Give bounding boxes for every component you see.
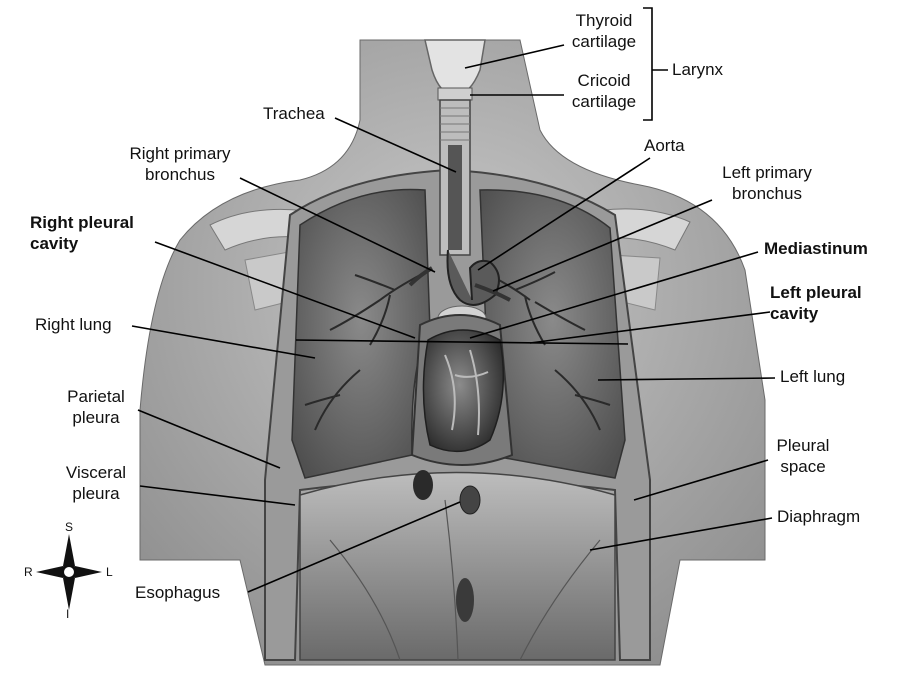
cricoid-ring [438, 88, 472, 100]
label-right-pleural-cavity: Right pleural cavity [30, 212, 134, 254]
label-parietal-pleura: Parietal pleura [54, 386, 138, 428]
esophagus-behind [448, 145, 462, 250]
label-esophagus: Esophagus [135, 582, 220, 603]
aortic-opening [456, 578, 474, 622]
label-aorta: Aorta [644, 135, 685, 156]
label-thyroid-cartilage: Thyroid cartilage [562, 10, 646, 52]
label-cricoid-cartilage: Cricoid cartilage [562, 70, 646, 112]
label-visceral-pleura: Visceral pleura [54, 462, 138, 504]
label-left-primary-bronchus: Left primary bronchus [705, 162, 829, 204]
label-mediastinum: Mediastinum [764, 238, 868, 259]
label-left-pleural-cavity: Left pleural cavity [770, 282, 862, 324]
larynx-bracket [643, 8, 668, 120]
compass-inferior: I [66, 607, 69, 621]
compass-left: L [106, 565, 113, 579]
label-pleural-space: Pleural space [768, 435, 838, 477]
label-trachea: Trachea [263, 103, 325, 124]
compass-superior: S [65, 520, 73, 534]
esophagus-opening [460, 486, 480, 514]
label-larynx: Larynx [672, 59, 723, 80]
label-right-lung: Right lung [35, 314, 112, 335]
right-lung-shape [292, 189, 430, 478]
diaphragm-shape [300, 473, 615, 661]
heart-shape [423, 330, 503, 451]
label-diaphragm: Diaphragm [777, 506, 860, 527]
label-right-primary-bronchus: Right primary bronchus [118, 143, 242, 185]
vena-cava-opening [413, 470, 433, 500]
label-left-lung: Left lung [780, 366, 845, 387]
compass-right: R [24, 565, 33, 579]
